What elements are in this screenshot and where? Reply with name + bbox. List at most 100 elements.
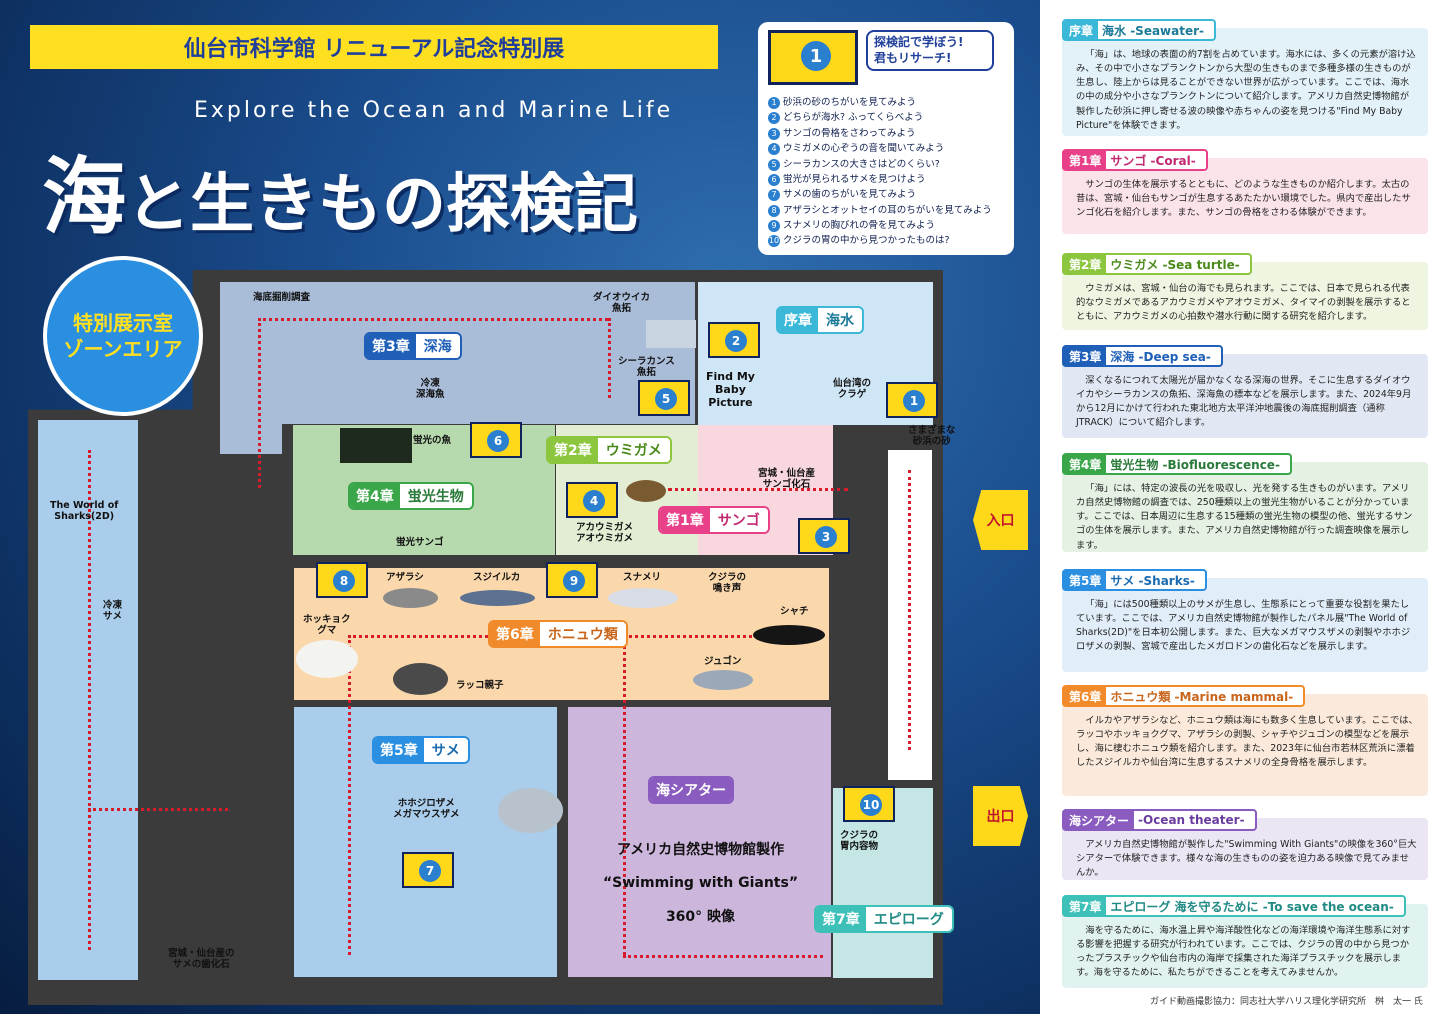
- chapter-intro-tag[interactable]: 序章海水: [776, 306, 864, 334]
- chapter-name: サメ: [423, 738, 468, 762]
- card-chapter: 序章: [1064, 21, 1099, 39]
- chapter-code: 第3章: [366, 334, 416, 358]
- label-seal: アザラシ: [386, 572, 424, 583]
- theater-line3: 360° 映像: [665, 908, 736, 925]
- theater-tag[interactable]: 海シアター: [648, 776, 734, 804]
- chapter-2-tag[interactable]: 第2章ウミガメ: [546, 436, 672, 464]
- card-body: サンゴの生体を展示するとともに、どのような生きものか紹介します。太古の昔は、宮城…: [1076, 179, 1411, 219]
- chapter-name: サンゴ: [709, 508, 768, 532]
- theater-zone: [568, 707, 831, 977]
- marker-number: 6: [487, 430, 509, 452]
- marker-number: 1: [903, 390, 925, 412]
- card-body: アメリカ自然史博物館が製作した"Swimming With Giants"の映像…: [1076, 839, 1417, 879]
- quest-number-icon: 6: [768, 173, 780, 186]
- card-chapter: 第3章: [1064, 347, 1107, 365]
- quest-marker-10[interactable]: 10: [843, 786, 895, 822]
- quest-marker-4[interactable]: 4: [566, 482, 618, 518]
- label-frozen-shark: 冷凍 サメ: [103, 600, 123, 623]
- card-chapter: 海シアター: [1064, 811, 1135, 829]
- route-path: [908, 470, 911, 750]
- card-ch3: 第3章深海 -Deep sea- 深くなるにつれて太陽光が届かなくなる深海の世界…: [1062, 345, 1428, 438]
- chapter-3-tag[interactable]: 第3章深海: [364, 332, 462, 360]
- quest-number-icon: 3: [768, 127, 780, 140]
- label-jellyfish: 仙台湾の クラゲ: [833, 378, 872, 401]
- book-icon: 1: [768, 30, 858, 85]
- entrance-marker[interactable]: 入口: [973, 490, 1028, 550]
- card-header: 第4章蛍光生物 -Biofluorescence-: [1062, 453, 1292, 475]
- card-body: 海を守るために、海水温上昇や海洋酸性化などの海洋環境や海洋生態系に対する影響を把…: [1076, 925, 1411, 979]
- card-ch4: 第4章蛍光生物 -Biofluorescence- 「海」には、特定の波長の光を…: [1062, 453, 1428, 552]
- chapter-1-tag[interactable]: 第1章サンゴ: [658, 506, 770, 534]
- chapter-6-tag[interactable]: 第6章ホニュウ類: [488, 620, 628, 648]
- card-body: イルカやアザラシなど、ホニュウ類は海にも数多く生息しています。ここでは、ラッコや…: [1076, 715, 1418, 769]
- dioichthys-print-icon: [646, 320, 696, 348]
- card-ch1: 第1章サンゴ -Coral- サンゴの生体を展示するとともに、どのような生きもの…: [1062, 149, 1428, 234]
- card-intro: 序章海水 -Seawater- 「海」は、地球の表面の約7割を占めています。海水…: [1062, 19, 1428, 136]
- quest-marker-3[interactable]: 3: [798, 518, 850, 554]
- page-title: 海と生きもの探検記: [42, 130, 638, 251]
- route-path: [668, 488, 848, 491]
- label-shark-teeth: 宮城・仙台産の サメの歯化石: [168, 948, 235, 971]
- card-title: -Ocean theater-: [1138, 813, 1245, 827]
- quest-text: どちらが海水? ふってくらべよう: [783, 112, 924, 124]
- label-dugong: ジュゴン: [704, 656, 742, 667]
- exhibition-banner: 仙台市科学館 リニューアル記念特別展: [30, 25, 718, 69]
- chapter-5-tag[interactable]: 第5章サメ: [372, 736, 470, 764]
- route-path: [88, 450, 91, 950]
- exit-marker[interactable]: 出口: [973, 786, 1028, 846]
- theater-line2: “Swimming with Giants”: [602, 875, 799, 892]
- label-turtles: アカウミガメ アオウミガメ: [576, 522, 634, 545]
- banner-text: 仙台市科学館 リニューアル記念特別展: [183, 37, 565, 62]
- chapter-name: ウミガメ: [597, 438, 670, 462]
- zone-line1: 特別展示室: [73, 311, 173, 335]
- quest-marker-6[interactable]: 6: [470, 422, 522, 458]
- route-path: [348, 635, 351, 955]
- label-sendai-coral: 宮城・仙台産 サンゴ化石: [758, 468, 816, 491]
- marker-number: 8: [333, 570, 355, 592]
- quest-marker-7[interactable]: 7: [402, 852, 454, 888]
- card-title: ウミガメ -Sea turtle-: [1110, 257, 1240, 272]
- chapter-7-tag[interactable]: 第7章エピローグ: [814, 905, 954, 933]
- label-otter: ラッコ親子: [456, 680, 504, 691]
- label-deep-survey: 海底掘削調査: [253, 292, 311, 303]
- card-ch5: 第5章サメ -Sharks- 「海」には500種類以上のサメが生息し、生態系にと…: [1062, 569, 1428, 672]
- label-fluor-coral: 蛍光サンゴ: [396, 537, 444, 548]
- quest-text: サンゴの骨格をさわってみよう: [783, 127, 916, 139]
- quest-marker-8[interactable]: 8: [316, 562, 368, 598]
- chapter-code: 第2章: [548, 438, 598, 462]
- chapter-4-tag[interactable]: 第4章蛍光生物: [348, 482, 474, 510]
- card-header: 第5章サメ -Sharks-: [1062, 569, 1207, 591]
- marker-number: 4: [583, 490, 605, 512]
- quest-marker-1[interactable]: 1: [886, 382, 938, 418]
- card-title: エピローグ 海を守るために -To save the ocean-: [1110, 899, 1394, 914]
- theater-title: アメリカ自然史博物館製作 “Swimming with Giants” 360°…: [583, 825, 818, 943]
- label-frozen-deep: 冷凍 深海魚: [416, 378, 445, 401]
- credit: ガイド動画撮影協力：同志社大学ハリス理化学研究所 桝 太一 氏: [1150, 997, 1423, 1007]
- quest-number-icon: 7: [768, 189, 780, 202]
- quest-marker-5[interactable]: 5: [638, 380, 690, 416]
- card-body: 「海」は、地球の表面の約7割を占めています。海水には、多くの元素が溶け込み、その…: [1076, 49, 1416, 131]
- label-fluor-fish: 蛍光の魚: [413, 435, 452, 446]
- quest-number-icon: 9: [768, 220, 780, 232]
- dugong-icon: [693, 670, 753, 690]
- card-chapter: 第1章: [1064, 151, 1107, 169]
- marker-number: 9: [563, 570, 585, 592]
- quest-text: ウミガメの心ぞうの音を聞いてみよう: [783, 143, 945, 155]
- label-dolphin: スジイルカ: [473, 572, 521, 583]
- label-world-sharks: The World of Sharks(2D): [50, 500, 119, 523]
- route-path: [608, 318, 611, 398]
- route-path: [88, 808, 228, 811]
- quest-marker-2[interactable]: 2: [708, 322, 760, 358]
- card-title: 蛍光生物 -Biofluorescence-: [1110, 457, 1280, 472]
- card-header: 第1章サンゴ -Coral-: [1062, 149, 1208, 171]
- polar-bear-icon: [296, 640, 358, 678]
- chapter-code: 第1章: [660, 508, 710, 532]
- quest-marker-9[interactable]: 9: [546, 562, 598, 598]
- card-chapter: 第6章: [1064, 687, 1107, 705]
